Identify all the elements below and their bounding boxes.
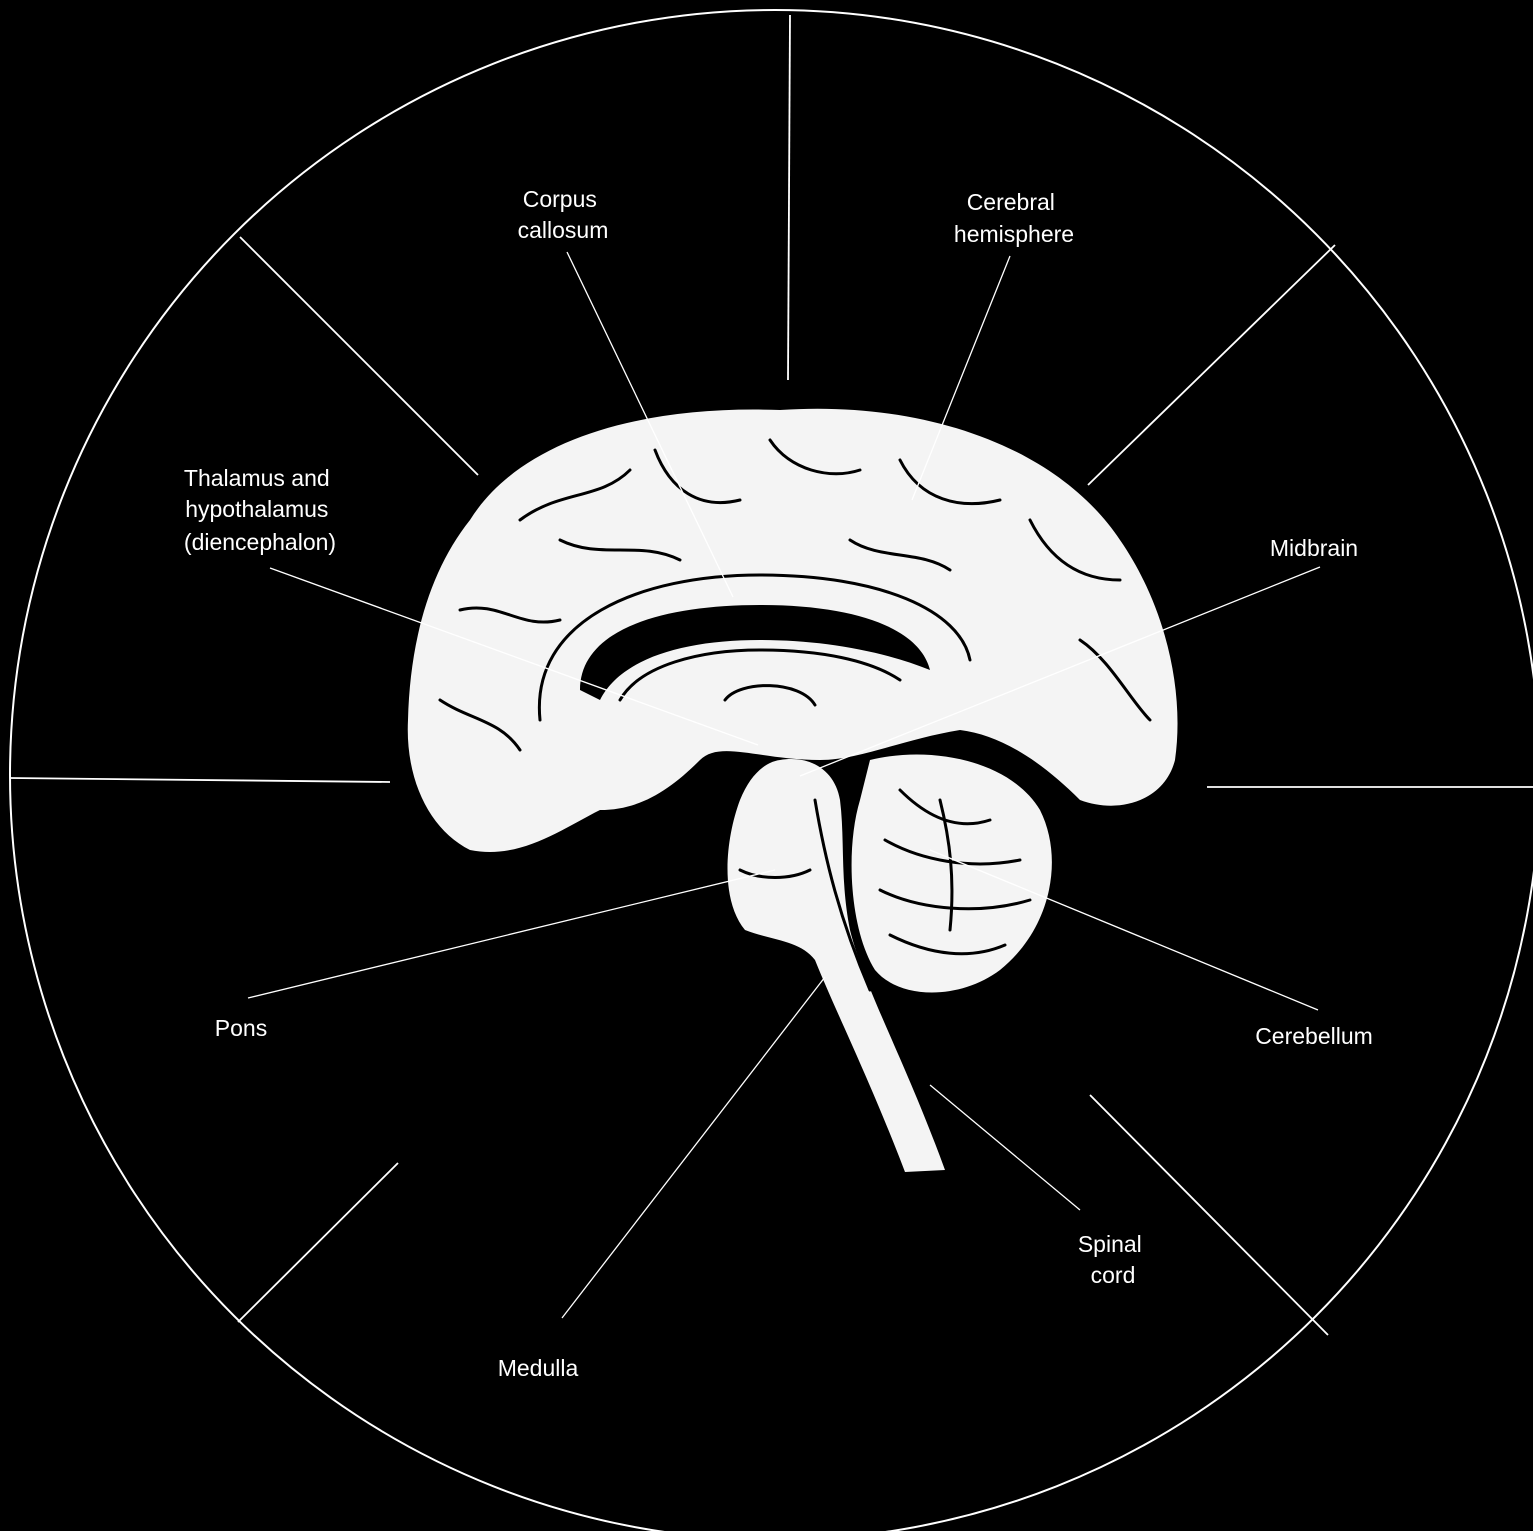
label-midbrain: Midbrain: [1270, 535, 1358, 561]
label-cerebellum: Cerebellum: [1255, 1023, 1373, 1049]
label-pons: Pons: [215, 1015, 267, 1041]
label-thalamus: Thalamus and hypothalamus (diencephalon): [184, 465, 336, 555]
label-medulla: Medulla: [498, 1355, 579, 1381]
